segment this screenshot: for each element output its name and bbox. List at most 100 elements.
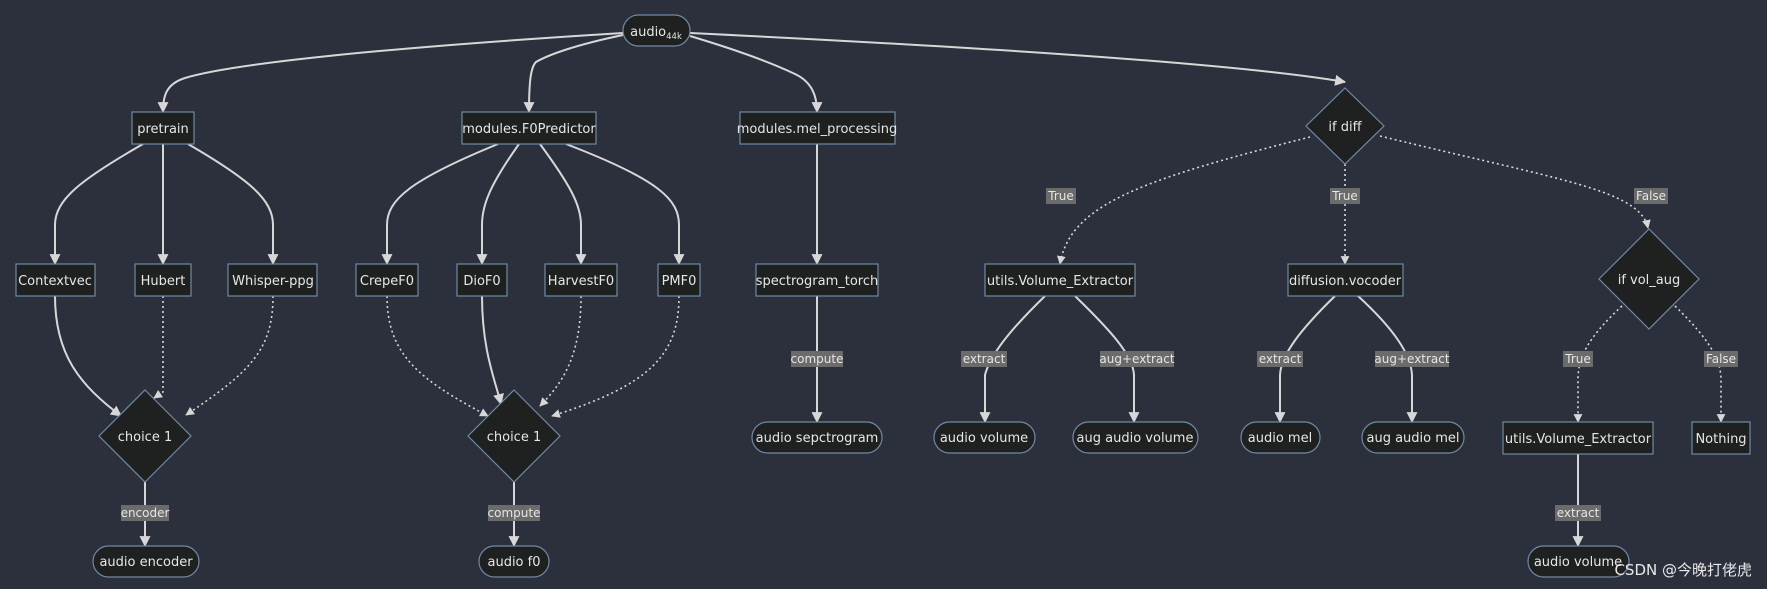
node-whisper-ppg[interactable]: Whisper-ppg [227,263,318,297]
edge-volext-audiovolume [979,295,1046,424]
edge-ifvolaug-nothing [1674,305,1726,423]
svg-text:True: True [1564,352,1591,366]
svg-text:False: False [1636,189,1666,203]
edge-label-compute-f0: compute [488,505,541,521]
svg-text:CrepeF0: CrepeF0 [360,274,414,289]
svg-text:spectrogram_torch: spectrogram_torch [756,274,879,289]
svg-text:if vol_aug: if vol_aug [1618,273,1681,288]
edge-root-f0predictor [523,34,624,114]
node-hubert[interactable]: Hubert [134,263,192,297]
edge-f0-crepe [381,143,499,266]
node-volume-extractor-1[interactable]: utils.Volume_Extractor [984,263,1136,297]
node-audio-f0[interactable]: audio f0 [478,545,550,578]
node-pmf0[interactable]: PMF0 [657,263,701,297]
edge-hubert-choice [153,296,164,399]
svg-text:audio volume: audio volume [940,431,1028,446]
node-audio-root[interactable]: audio44k [622,14,691,47]
node-spectrogram-torch[interactable]: spectrogram_torch [755,263,879,297]
edge-label-aug-extract2: aug+extract [1374,351,1450,367]
edge-label-true3: True [1563,351,1593,367]
node-aug-audio-volume[interactable]: aug audio volume [1072,421,1199,454]
svg-text:encoder: encoder [121,506,170,520]
svg-text:False: False [1706,352,1736,366]
svg-text:DioF0: DioF0 [463,274,500,289]
svg-text:Hubert: Hubert [141,274,186,289]
edge-label-true2: True [1330,188,1360,204]
edge-f0-harvest [539,143,587,266]
edge-volext-augvolume [1074,295,1140,424]
node-nothing[interactable]: Nothing [1691,421,1751,455]
svg-text:True: True [1331,189,1358,203]
node-contextvec[interactable]: Contextvec [15,263,96,297]
node-audio-mel[interactable]: audio mel [1240,421,1321,454]
svg-text:audio volume: audio volume [1534,555,1622,570]
svg-text:Nothing: Nothing [1695,432,1746,447]
edge-pretrain-contextvec [49,143,144,266]
svg-text:diffusion.vocoder: diffusion.vocoder [1289,274,1402,289]
node-audio-sepctrogram[interactable]: audio sepctrogram [751,421,883,454]
node-mel-processing[interactable]: modules.mel_processing [737,111,897,145]
svg-text:aug audio volume: aug audio volume [1077,431,1194,446]
node-aug-audio-mel[interactable]: aug audio mel [1361,421,1465,454]
svg-text:aug+extract: aug+extract [1374,352,1449,366]
edge-dio-choice [481,295,504,406]
node-f0predictor[interactable]: modules.F0Predictor [461,111,597,145]
edge-vocoder-audiomel [1274,295,1336,424]
root-subscript: 44k [666,32,682,42]
edge-whisper-choice [185,295,274,416]
edge-label-compute-spec: compute [791,351,844,367]
edge-label-false2: False [1704,351,1738,367]
svg-text:modules.mel_processing: modules.mel_processing [737,122,897,137]
svg-text:Contextvec: Contextvec [18,274,92,289]
svg-text:extract: extract [1259,352,1302,366]
edge-f0-dio [476,143,520,266]
node-audio-volume-1[interactable]: audio volume [933,421,1036,454]
svg-text:Whisper-ppg: Whisper-ppg [232,274,314,289]
svg-text:pretrain: pretrain [137,122,189,137]
svg-text:compute: compute [791,352,844,366]
node-if-diff[interactable]: if diff [1305,87,1385,165]
svg-text:utils.Volume_Extractor: utils.Volume_Extractor [1505,432,1652,447]
node-choice-a[interactable]: choice 1 [98,389,192,483]
svg-text:modules.F0Predictor: modules.F0Predictor [462,122,596,137]
edge-f0-pm [565,143,685,266]
edge-label-true1: True [1046,188,1076,204]
edge-ifdiff-ifvolaug [1379,135,1651,229]
node-volume-extractor-2[interactable]: utils.Volume_Extractor [1502,421,1654,455]
node-audio-volume-2[interactable]: audio volume [1527,545,1630,578]
svg-text:audio sepctrogram: audio sepctrogram [756,431,879,446]
edge-contextvec-choice [54,295,122,417]
edge-label-aug-extract1: aug+extract [1099,351,1175,367]
edge-pretrain-whisper [187,143,279,266]
node-choice-b[interactable]: choice 1 [467,389,561,483]
svg-text:audio f0: audio f0 [487,555,540,570]
edge-label-extract3: extract [1555,505,1601,521]
svg-text:compute: compute [488,506,541,520]
svg-text:PMF0: PMF0 [662,274,697,289]
root-label: audio [630,25,666,40]
svg-text:if diff: if diff [1328,120,1362,135]
node-if-vol-aug[interactable]: if vol_aug [1598,228,1700,330]
node-crepef0[interactable]: CrepeF0 [355,263,419,297]
edge-label-false1: False [1634,188,1668,204]
node-pretrain[interactable]: pretrain [131,111,195,145]
edge-ifvolaug-volext2 [1573,305,1623,423]
svg-text:True: True [1047,189,1074,203]
svg-text:audio encoder: audio encoder [99,555,193,570]
edge-label-encoder: encoder [121,505,170,521]
node-diof0[interactable]: DioF0 [456,263,508,297]
edge-harvest-choice [539,295,582,407]
edge-root-mel [689,35,823,114]
svg-text:extract: extract [963,352,1006,366]
edge-root-pretrain [157,32,624,114]
edge-labels: encoder compute compute True True False … [121,188,1738,521]
node-diffusion-vocoder[interactable]: diffusion.vocoder [1287,263,1404,297]
edge-pm-choice [551,295,680,418]
node-harvestf0[interactable]: HarvestF0 [544,263,618,297]
nodes: audio44k pretrain modules.F0Predictor mo… [15,14,1751,578]
edge-crepe-choice [386,295,489,417]
svg-text:choice 1: choice 1 [487,430,542,445]
node-audio-encoder[interactable]: audio encoder [92,545,200,578]
svg-text:audio mel: audio mel [1248,431,1312,446]
